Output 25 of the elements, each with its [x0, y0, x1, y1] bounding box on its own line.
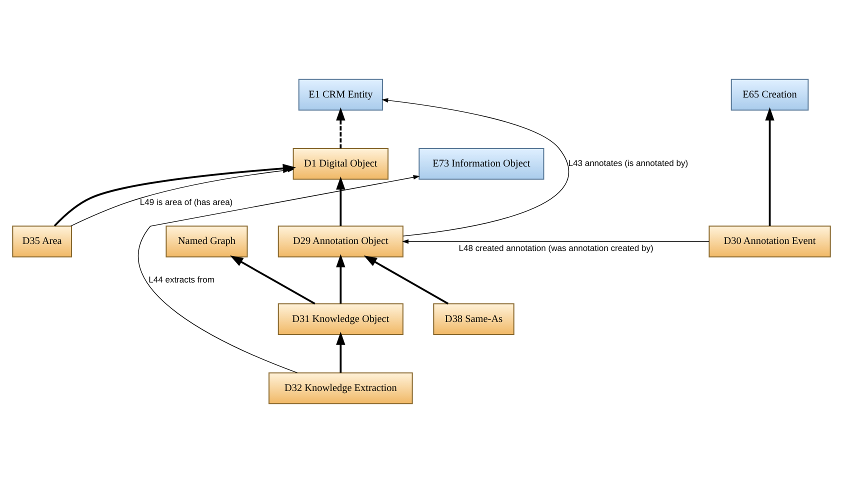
node-box: D32 Knowledge Extraction: [268, 372, 413, 404]
arrow: [336, 106, 346, 148]
node-box: D1 Digital Object: [292, 148, 389, 180]
arrow: [230, 255, 316, 304]
arrow: [336, 254, 346, 304]
node-box: D38 Same-As: [433, 302, 514, 334]
node-box: D30 Annotation Event: [708, 225, 831, 257]
edge-label: L43 annotates (is annotated by): [568, 158, 688, 168]
edge-label: L44 extracts from: [148, 274, 214, 284]
node-box: E73 Information Object: [418, 148, 544, 180]
node-box: E1 CRM Entity: [298, 78, 383, 110]
arrow: [382, 98, 569, 236]
arrow: [336, 331, 346, 372]
node-box: E65 Creation: [730, 78, 809, 110]
node-box: Named Graph: [166, 225, 248, 257]
node-box: D31 Knowledge Object: [278, 302, 404, 334]
node-box: D35 Area: [12, 225, 72, 257]
arrow: [765, 106, 774, 226]
edge-label: L49 is area of (has area): [140, 196, 233, 206]
node-box: D29 Annotation Object: [278, 225, 404, 257]
arrow: [336, 176, 346, 226]
arrow: [364, 255, 449, 304]
arrow: [138, 174, 420, 373]
edge-label: L48 created annotation (was annotation created by): [458, 242, 654, 252]
arrow: [402, 238, 710, 244]
